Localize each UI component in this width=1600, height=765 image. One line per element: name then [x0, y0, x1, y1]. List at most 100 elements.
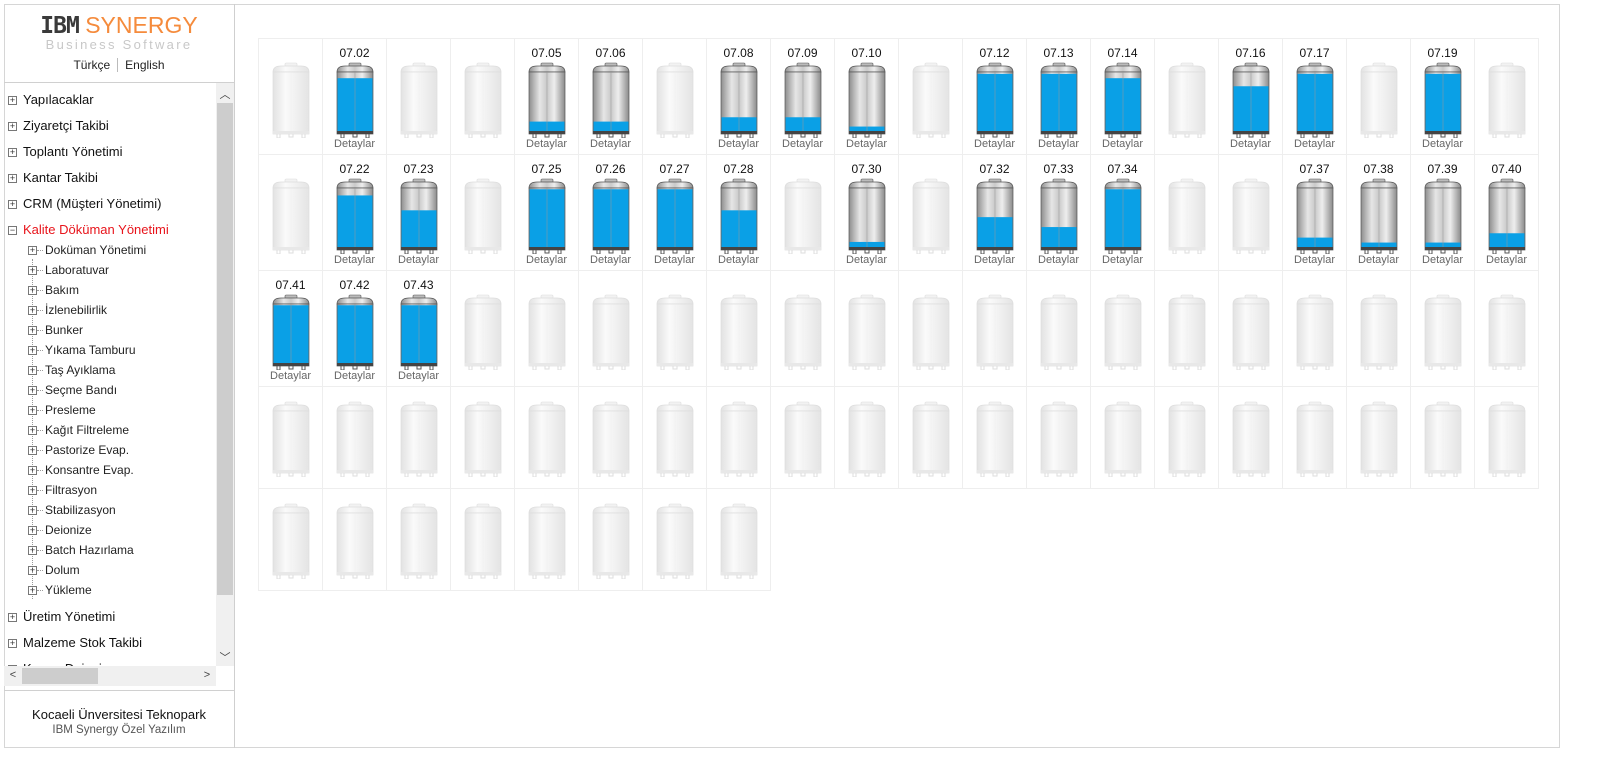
scroll-thumb[interactable] [217, 103, 233, 595]
tank-icon[interactable] [973, 176, 1017, 254]
details-link[interactable]: Detaylar [398, 370, 439, 382]
details-link[interactable]: Detaylar [1358, 254, 1399, 266]
details-link[interactable]: Detaylar [974, 254, 1015, 266]
details-link[interactable]: Detaylar [398, 254, 439, 266]
expand-icon[interactable]: + [8, 173, 17, 183]
tank-icon[interactable] [1293, 60, 1337, 138]
details-link[interactable]: Detaylar [590, 254, 631, 266]
collapse-icon[interactable]: − [8, 225, 17, 235]
submenu-item[interactable]: +Seçme Bandı [28, 383, 118, 397]
tank-icon[interactable] [653, 176, 697, 254]
tank-icon[interactable] [1357, 176, 1401, 254]
expand-icon[interactable]: + [28, 425, 37, 435]
tank-icon[interactable] [525, 60, 569, 138]
menu-item[interactable]: +Kantar Takibi [8, 170, 98, 185]
details-link[interactable]: Detaylar [1422, 254, 1463, 266]
details-link[interactable]: Detaylar [974, 138, 1015, 150]
details-link[interactable]: Detaylar [334, 254, 375, 266]
expand-icon[interactable]: + [8, 199, 17, 209]
expand-icon[interactable]: + [28, 485, 37, 495]
tank-icon[interactable] [717, 176, 761, 254]
scroll-left-icon[interactable]: < [9, 669, 17, 681]
submenu-item[interactable]: +Doküman Yönetimi [28, 243, 147, 257]
tank-icon[interactable] [269, 292, 313, 370]
expand-icon[interactable]: + [8, 95, 17, 105]
menu-item[interactable]: +Kumar Deionizer [8, 661, 120, 666]
expand-icon[interactable]: + [28, 585, 37, 595]
expand-icon[interactable]: + [28, 365, 37, 375]
expand-icon[interactable]: + [28, 565, 37, 575]
details-link[interactable]: Detaylar [590, 138, 631, 150]
details-link[interactable]: Detaylar [846, 254, 887, 266]
submenu-item[interactable]: +Kağıt Filtreleme [28, 423, 130, 437]
submenu-item[interactable]: +Filtrasyon [28, 483, 98, 497]
scroll-right-icon[interactable]: > [203, 669, 211, 681]
details-link[interactable]: Detaylar [1422, 138, 1463, 150]
details-link[interactable]: Detaylar [718, 138, 759, 150]
tank-icon[interactable] [589, 60, 633, 138]
expand-icon[interactable]: + [28, 385, 37, 395]
details-link[interactable]: Detaylar [846, 138, 887, 150]
menu-item[interactable]: +Malzeme Stok Takibi [8, 635, 142, 650]
expand-icon[interactable]: + [8, 638, 17, 648]
expand-icon[interactable]: + [28, 465, 37, 475]
details-link[interactable]: Detaylar [1294, 254, 1335, 266]
submenu-item[interactable]: +Yükleme [28, 583, 92, 597]
tank-icon[interactable] [1421, 176, 1465, 254]
vertical-scrollbar[interactable]: ︿ ﹀ [216, 83, 234, 666]
submenu-item[interactable]: +Bakım [28, 283, 80, 297]
tank-icon[interactable] [1037, 60, 1081, 138]
tank-icon[interactable] [973, 60, 1017, 138]
tank-icon[interactable] [1101, 176, 1145, 254]
details-link[interactable]: Detaylar [782, 138, 823, 150]
submenu-item[interactable]: +Dolum [28, 563, 80, 577]
submenu-item[interactable]: +Stabilizasyon [28, 503, 116, 517]
expand-icon[interactable]: + [28, 445, 37, 455]
menu-item[interactable]: +Yapılacaklar [8, 92, 94, 107]
menu-item[interactable]: +CRM (Müşteri Yönetimi) [8, 196, 162, 211]
tank-icon[interactable] [845, 176, 889, 254]
expand-icon[interactable]: + [8, 612, 17, 622]
expand-icon[interactable]: + [28, 305, 37, 315]
tank-icon[interactable] [1037, 176, 1081, 254]
tank-icon[interactable] [845, 60, 889, 138]
details-link[interactable]: Detaylar [526, 254, 567, 266]
expand-icon[interactable]: + [28, 245, 37, 255]
submenu-item[interactable]: +Deionize [28, 523, 92, 537]
tank-icon[interactable] [1229, 60, 1273, 138]
details-link[interactable]: Detaylar [334, 370, 375, 382]
submenu-item[interactable]: +Taş Ayıklama [28, 363, 116, 377]
expand-icon[interactable]: + [28, 325, 37, 335]
details-link[interactable]: Detaylar [334, 138, 375, 150]
tank-icon[interactable] [1421, 60, 1465, 138]
tank-icon[interactable] [589, 176, 633, 254]
expand-icon[interactable]: + [28, 525, 37, 535]
submenu-item[interactable]: +İzlenebilirlik [28, 303, 108, 317]
tank-icon[interactable] [525, 176, 569, 254]
expand-icon[interactable]: + [28, 545, 37, 555]
expand-icon[interactable]: + [28, 505, 37, 515]
expand-icon[interactable]: + [28, 345, 37, 355]
submenu-item[interactable]: +Presleme [28, 403, 96, 417]
expand-icon[interactable]: + [28, 405, 37, 415]
tank-icon[interactable] [397, 176, 441, 254]
menu-item[interactable]: +Toplantı Yönetimi [8, 144, 123, 159]
details-link[interactable]: Detaylar [270, 370, 311, 382]
details-link[interactable]: Detaylar [526, 138, 567, 150]
lang-turkish[interactable]: Türkçe [73, 58, 111, 72]
menu-item[interactable]: +Üretim Yönetimi [8, 609, 116, 624]
tank-icon[interactable] [717, 60, 761, 138]
scroll-down-icon[interactable]: ﹀ [219, 652, 231, 664]
details-link[interactable]: Detaylar [1038, 138, 1079, 150]
tank-icon[interactable] [333, 176, 377, 254]
tank-icon[interactable] [1293, 176, 1337, 254]
submenu-item[interactable]: +Bunker [28, 323, 84, 337]
menu-item[interactable]: −Kalite Döküman Yönetimi [8, 222, 169, 237]
submenu-item[interactable]: +Pastorize Evap. [28, 443, 130, 457]
details-link[interactable]: Detaylar [718, 254, 759, 266]
submenu-item[interactable]: +Laboratuvar [28, 263, 110, 277]
submenu-item[interactable]: +Yıkama Tamburu [28, 343, 136, 357]
menu-item[interactable]: +Ziyaretçi Takibi [8, 118, 109, 133]
tank-icon[interactable] [1485, 176, 1529, 254]
tank-icon[interactable] [781, 60, 825, 138]
